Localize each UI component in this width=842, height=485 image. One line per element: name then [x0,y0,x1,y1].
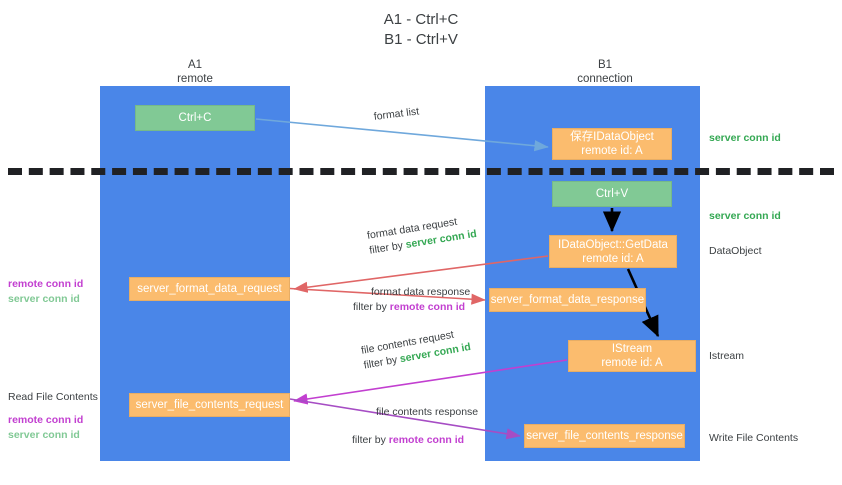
node-ctrl-c[interactable]: Ctrl+C [135,105,255,131]
edge-label-fcresp-line1: file contents response [376,406,479,418]
annotation-server-conn-id-mid: server conn id [709,210,781,222]
annotation-dataobject: DataObject [709,245,762,257]
lane-header-b1: B1 connection [577,59,633,85]
node-server-format-data-request[interactable]: server_format_data_request [129,277,290,301]
edge-label-format-list-text: format list [373,105,420,123]
annotation-server-conn-id-1: server conn id [8,293,80,305]
edge-label-file-contents-request: file contents request filter by server c… [360,325,472,373]
annotation-server-conn-id-2: server conn id [8,429,80,441]
fcresp-filter-key: remote conn id [388,434,465,446]
node-server-file-contents-response[interactable]: server_file_contents_response [524,424,685,448]
annotation-remote-conn-id-2: remote conn id [8,414,84,426]
node-ctrl-v[interactable]: Ctrl+V [552,181,672,207]
edge-label-format-list: format list [373,104,420,124]
fcresp-filter-prefix: filter by [352,434,389,446]
node-istream[interactable]: IStream remote id: A [568,340,696,372]
annotation-conn-id-stack-bottom: remote conn id server conn id [8,413,83,443]
annotation-write-file-contents: Write File Contents [709,432,799,444]
fdresp-filter-key: remote conn id [389,301,466,313]
edge-label-fdresp-line1: format data response [371,286,471,298]
fdresp-filter-prefix: filter by [353,301,390,313]
edge-label-file-contents-response: file contents response filter by remote … [352,405,478,448]
edge-label-format-data-request: format data request filter by server con… [366,212,478,259]
edge-label-fdresp-line2: filter by remote conn id [337,300,470,315]
annotation-remote-conn-id-1: remote conn id [8,278,84,290]
annotation-server-conn-id-top: server conn id [709,132,781,144]
edge-label-format-data-response: format data response filter by remote co… [337,285,470,315]
node-server-file-contents-request[interactable]: server_file_contents_request [129,393,290,417]
node-idataobject-getdata[interactable]: IDataObject::GetData remote id: A [549,235,677,268]
node-save-idataobject[interactable]: 保存IDataObject remote id: A [552,128,672,160]
edge-label-fcresp-line2: filter by remote conn id [352,420,478,448]
node-server-format-data-response[interactable]: server_format_data_response [489,288,646,312]
annotation-read-file-contents: Read File Contents [8,391,98,403]
annotation-istream: Istream [709,350,745,362]
section-divider [8,168,834,175]
diagram-title: A1 - Ctrl+C B1 - Ctrl+V [383,11,459,48]
lane-header-a1: A1 remote [177,59,213,85]
annotation-conn-id-stack-top: remote conn id server conn id [8,277,83,307]
